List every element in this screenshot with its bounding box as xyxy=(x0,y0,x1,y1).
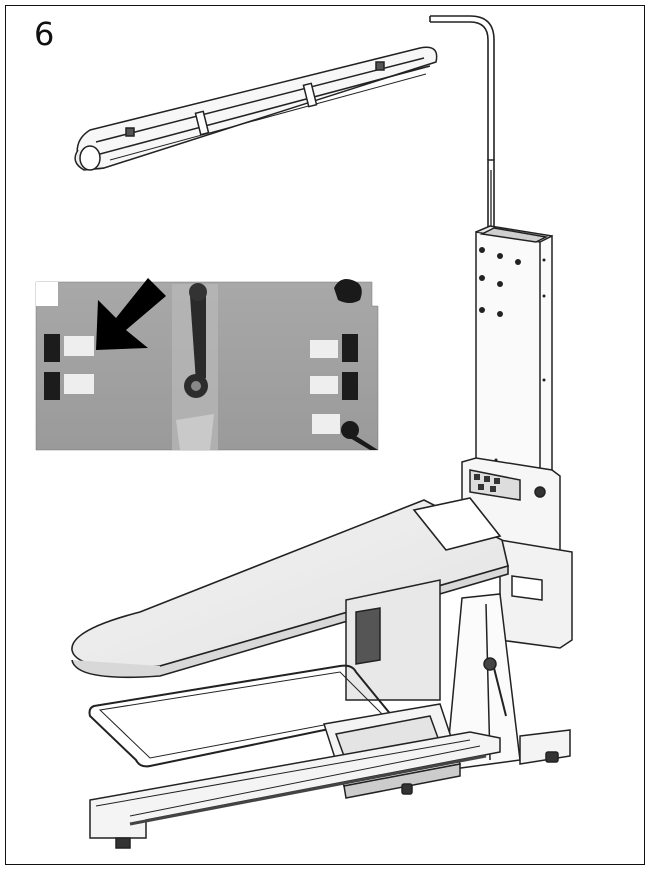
control-panel-inset xyxy=(35,278,379,451)
pointer-arrow xyxy=(96,278,166,350)
step-number: 6 xyxy=(34,15,55,53)
base-rail xyxy=(89,729,571,849)
lamp-arm xyxy=(429,15,495,238)
lamp-fixture xyxy=(74,46,438,171)
ironing-board xyxy=(71,497,509,679)
column xyxy=(475,225,553,501)
support-frame xyxy=(345,579,521,771)
